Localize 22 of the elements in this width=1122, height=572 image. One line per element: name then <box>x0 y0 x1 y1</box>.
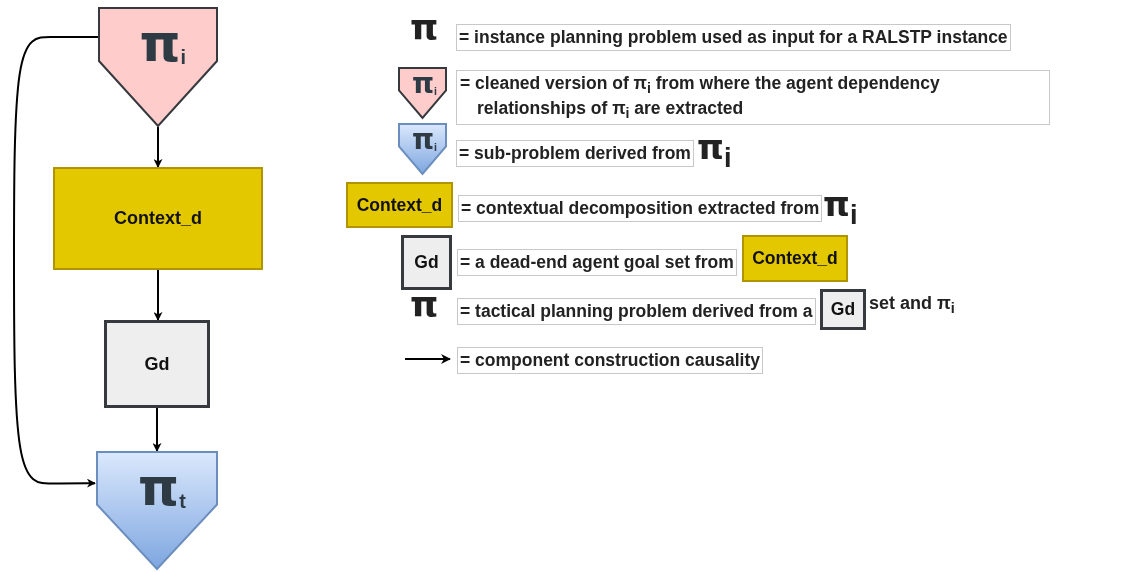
process-box: Context_d <box>742 235 848 282</box>
process-box: Gd <box>401 235 452 290</box>
process-box: Gd <box>820 289 866 330</box>
symbol-label: π <box>410 10 439 46</box>
legend-text: = contextual decomposition extracted from <box>458 195 823 222</box>
symbol-label: π <box>410 287 439 323</box>
legend-text: = cleaned version of π$_{i}$ from where the agent dependency relationships of π$_{i}$ are extracted <box>456 70 1050 125</box>
process-box: Gd <box>104 320 210 408</box>
legend-text: = instance planning problem used as input for a RALSTP instance <box>456 24 1011 51</box>
legend-text: = a dead-end agent goal set from <box>457 249 737 276</box>
arrow <box>13 36 99 488</box>
legend-text: set and π$_{i}$ <box>869 293 955 317</box>
legend-text: = sub-problem derived from <box>456 140 694 167</box>
symbol-label: π$_{i}$ <box>823 187 858 229</box>
symbol-label: π$_{i}$ <box>697 130 732 172</box>
arrow <box>153 269 163 321</box>
legend-text: = component construction causality <box>457 347 763 374</box>
arrow <box>153 126 163 168</box>
legend-text: = tactical planning problem derived from a <box>457 298 816 325</box>
process-box: Context_d <box>346 182 453 228</box>
process-box: Context_d <box>53 167 263 270</box>
arrow <box>152 407 162 452</box>
